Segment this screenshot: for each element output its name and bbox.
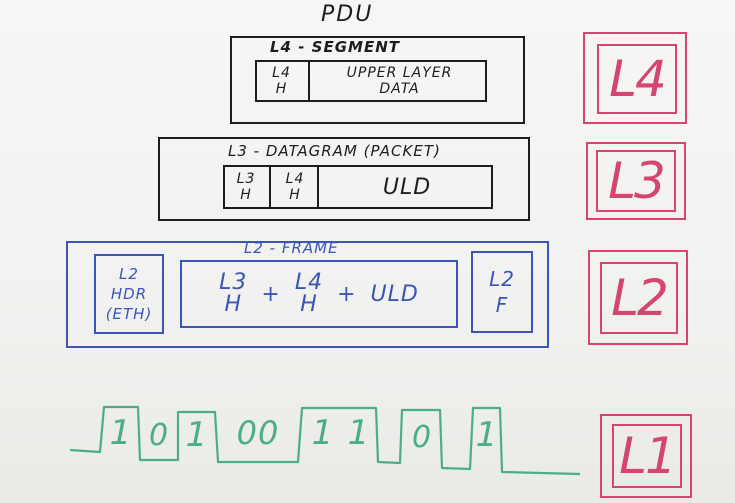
l4-data-cell: UPPER LAYER DATA: [312, 60, 487, 102]
l2-header-line1: L2: [119, 265, 139, 283]
l1-bit-2: 0: [148, 417, 170, 453]
l1-bit-3: 1: [185, 415, 209, 455]
l3-datagram-label: L3 - DATAGRAM (PACKET): [228, 142, 441, 160]
l3-header-line2: H: [240, 187, 252, 203]
l2-frame-box: [66, 241, 549, 348]
l2-frame-label: L2 - FRAME: [244, 239, 339, 257]
l1-bit-5: 1: [311, 413, 335, 453]
l2-payload-l4-top: L4: [294, 270, 324, 295]
l4-data-line1: UPPER LAYER: [346, 65, 453, 81]
l1-bit-8: 1: [475, 415, 499, 455]
l2-payload-l3-bottom: H: [224, 292, 243, 317]
l4-header-line1: L4: [272, 65, 291, 81]
l2-payload-l4: L4 H: [295, 272, 323, 316]
l4-badge: L4: [597, 44, 677, 114]
l3-data-cell: ULD: [382, 174, 432, 200]
l1-bit-4: 00: [236, 414, 280, 452]
l4-inner-box: [255, 60, 487, 102]
l3-datagram-box: [158, 137, 530, 221]
l3-l4-header-line2: H: [289, 187, 301, 203]
l2-header-line3: (ETH): [105, 305, 153, 323]
l1-badge: L1: [612, 424, 682, 488]
l2-badge: L2: [600, 262, 678, 334]
l2-payload-l3-top: L3: [219, 270, 248, 295]
l2-payload-plus1: +: [261, 281, 281, 307]
l3-l4-header-cell: L4 H: [273, 165, 319, 209]
l2-footer-line1: L2: [489, 267, 515, 291]
l1-bit-6: 1: [347, 413, 371, 453]
l2-payload-cell: L3 H + L4 H + ULD: [180, 260, 458, 328]
l2-footer-cell: L2 F: [471, 251, 533, 333]
l3-badge-outer: [586, 142, 686, 220]
l4-segment-box: [230, 36, 525, 124]
l4-data-line2: DATA: [379, 81, 420, 97]
l4-badge-outer: [583, 32, 687, 124]
l3-l4-header-line1: L4: [285, 171, 305, 187]
l2-header-cell: L2 HDR (ETH): [94, 254, 164, 334]
l3-inner-box: [223, 165, 493, 209]
l4-header-line2: H: [275, 81, 288, 97]
l3-header-cell: L3 H: [223, 165, 271, 209]
l1-bit-1: 1: [109, 413, 133, 453]
l2-badge-outer: [588, 250, 688, 345]
l2-payload-l3: L3 H: [219, 272, 247, 316]
l1-bit-7: 0: [411, 419, 433, 455]
l4-segment-label: L4 - SEGMENT: [270, 38, 400, 56]
l3-badge: L3: [596, 150, 676, 212]
l2-footer-line2: F: [495, 293, 509, 317]
l2-payload-l4-bottom: H: [300, 292, 318, 317]
l4-header-cell: L4 H: [255, 60, 310, 102]
l3-header-line1: L3: [236, 171, 256, 187]
l2-header-line2: HDR: [110, 285, 148, 303]
l1-badge-outer: [600, 414, 692, 498]
pdu-title: PDU: [321, 2, 374, 27]
l2-payload-uld: ULD: [370, 281, 419, 307]
l2-payload-plus2: +: [337, 281, 357, 307]
